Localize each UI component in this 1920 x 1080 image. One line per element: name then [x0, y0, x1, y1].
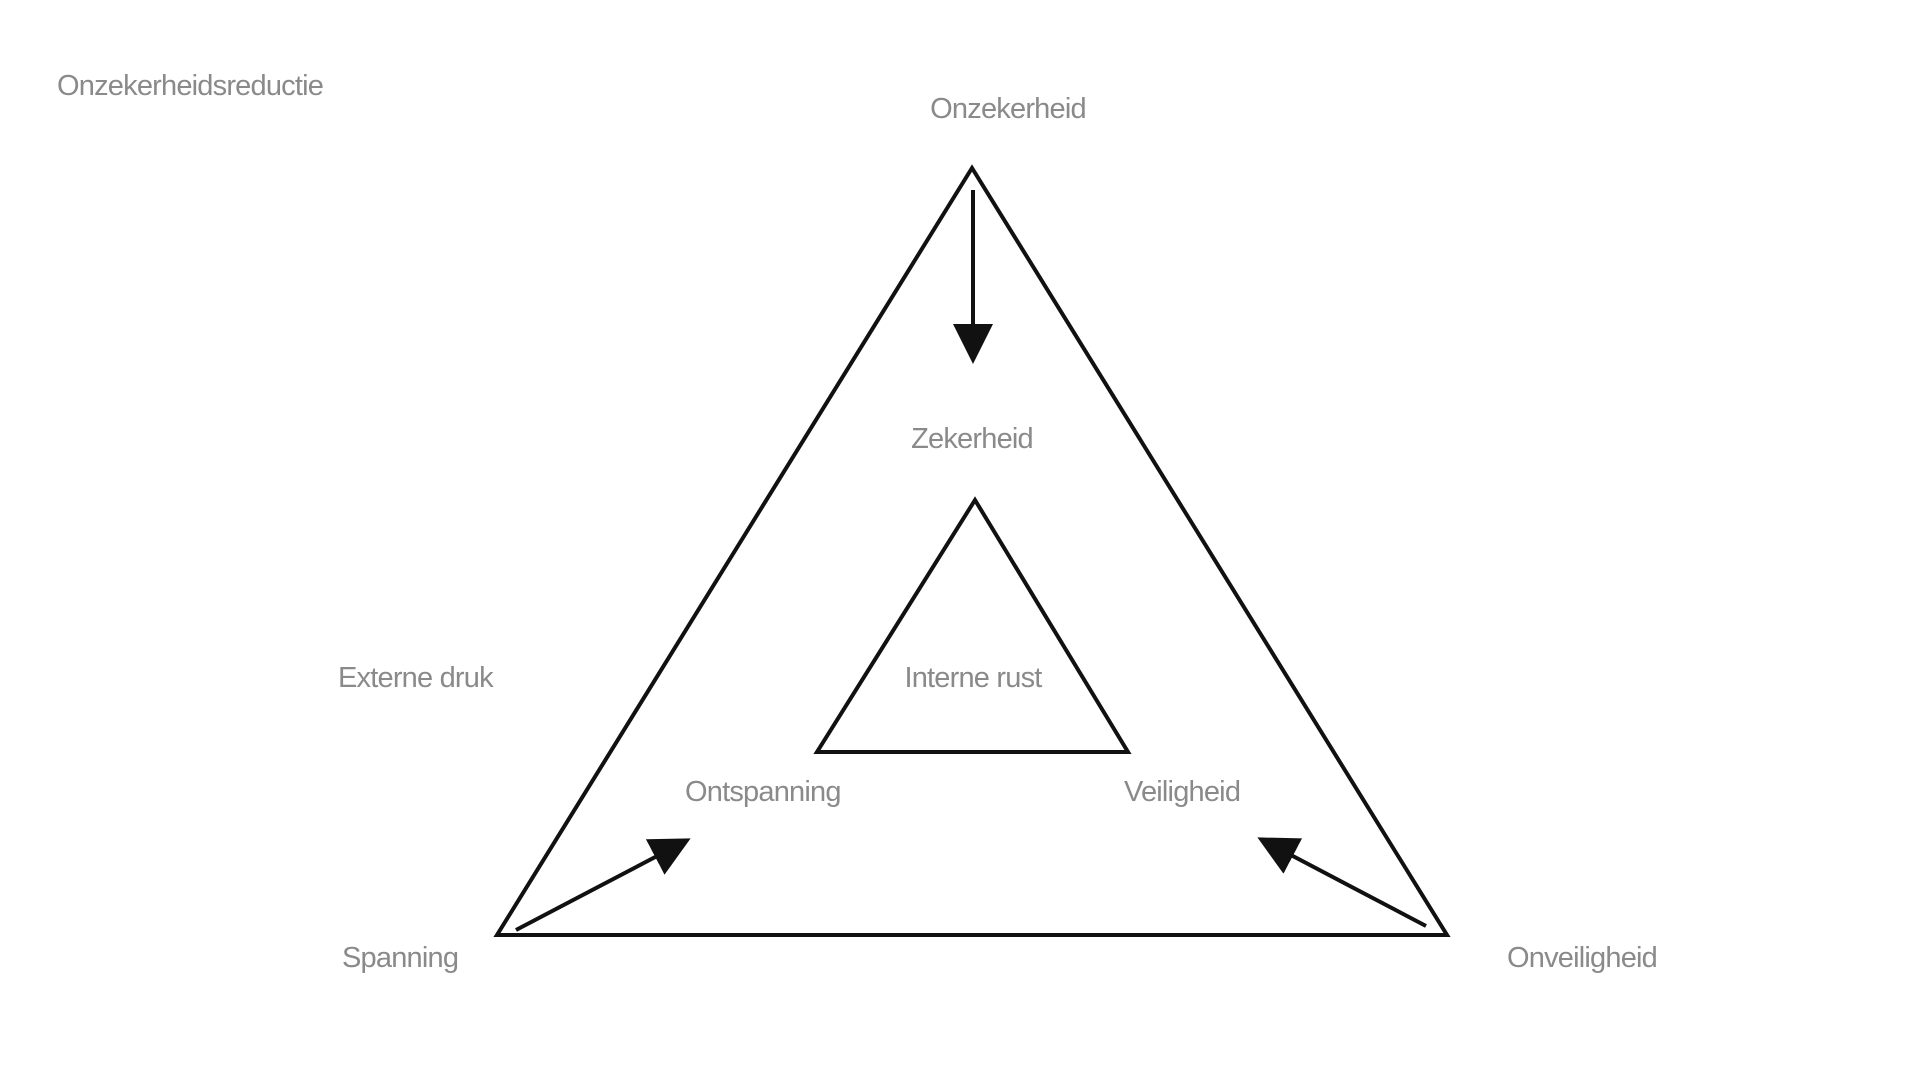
label-zekerheid: Zekerheid — [911, 423, 1034, 455]
label-spanning: Spanning — [342, 942, 459, 974]
label-ontspanning: Ontspanning — [685, 776, 841, 808]
label-veiligheid: Veiligheid — [1124, 776, 1241, 808]
label-interne-rust: Interne rust — [904, 662, 1042, 694]
arrow-up-right-icon — [515, 838, 691, 932]
label-onzekerheid: Onzekerheid — [930, 93, 1086, 125]
slide-title: Onzekerheidsreductie — [57, 70, 324, 102]
inner-triangle — [813, 496, 1132, 754]
label-onveiligheid: Onveiligheid — [1507, 942, 1658, 974]
arrow-up-left-icon — [1257, 837, 1427, 928]
outer-triangle — [493, 164, 1451, 937]
label-externe-druk: Externe druk — [338, 662, 494, 694]
